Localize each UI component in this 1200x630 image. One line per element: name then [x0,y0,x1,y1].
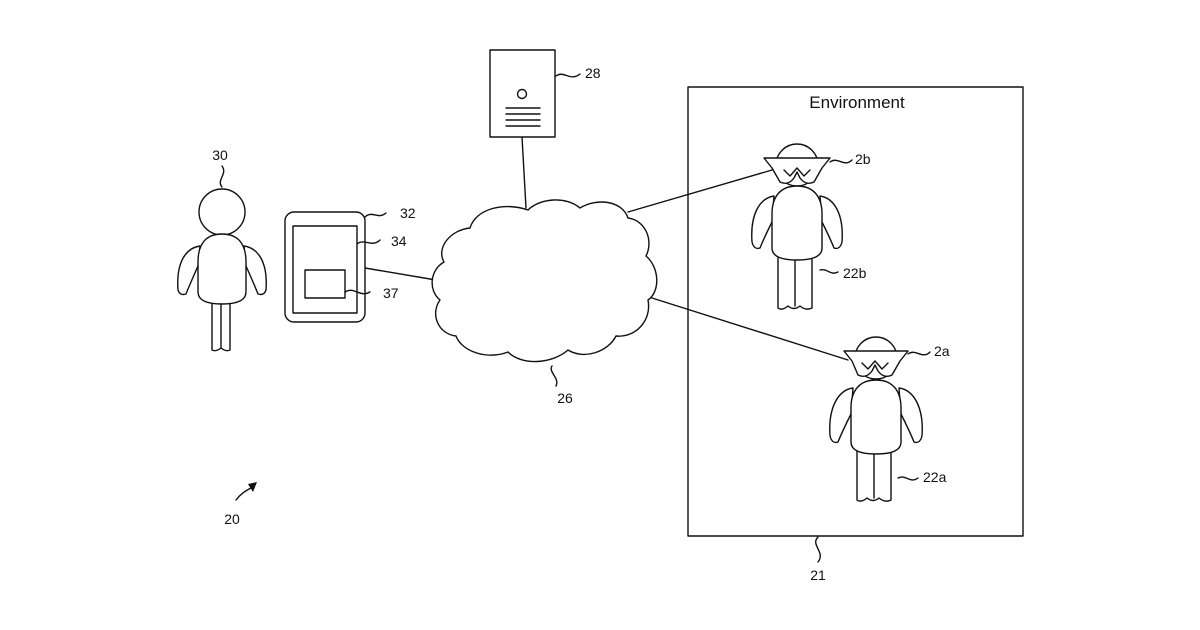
environment-title: Environment [809,93,905,112]
network-leader [551,366,557,386]
server-icon: 28 [490,50,601,137]
environment-leader [816,537,821,562]
system-ref: 20 [224,511,240,527]
network-ref: 26 [557,390,573,406]
link-network-headset-b [628,170,772,212]
device-leader [365,213,386,217]
user-b-ref: 22b [843,265,867,281]
link-device-network [365,268,436,280]
user-b-leader [820,270,838,273]
link-network-headset-a [652,298,848,360]
network-cloud-icon: 26 [432,200,657,406]
server-leader [556,74,580,77]
system-reference: 20 [224,482,257,527]
headset-b-leader [830,160,852,163]
headset-a-ref: 2a [934,343,950,359]
system-arrowhead-icon [248,482,257,492]
display-ref: 34 [391,233,407,249]
user-a-leader [898,477,918,480]
user-figure: 30 [178,147,267,351]
headset-a-leader [908,352,930,355]
user-a-ref: 22a [923,469,947,485]
tablet-device-icon: 32 34 37 [285,205,416,322]
headset-b-ref: 2b [855,151,871,167]
environment-ref: 21 [810,567,826,583]
device-ref: 32 [400,205,416,221]
server-ref: 28 [585,65,601,81]
user-leader [220,166,223,187]
link-server-network [522,137,526,208]
display-region-ref: 37 [383,285,399,301]
user-ref: 30 [212,147,228,163]
